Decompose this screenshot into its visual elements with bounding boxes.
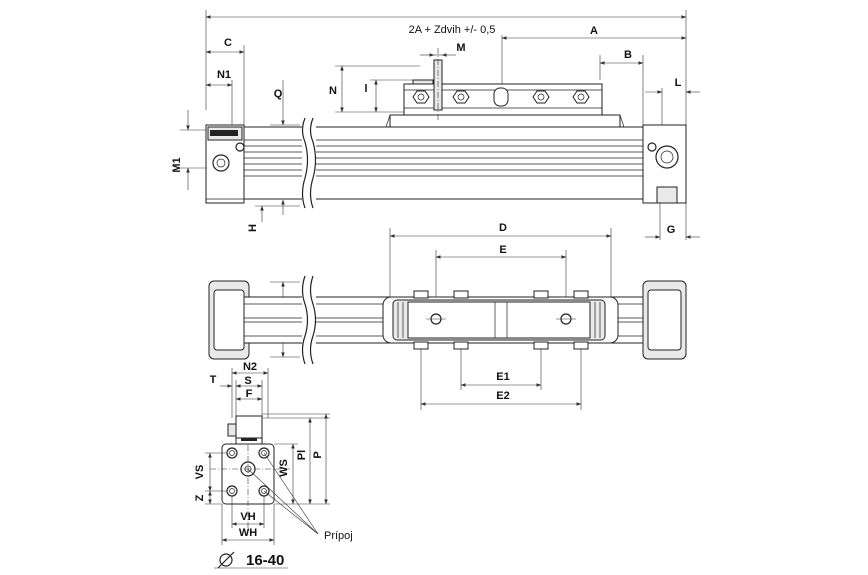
dim-B: B xyxy=(624,49,632,61)
dim-E: E xyxy=(499,244,506,256)
carriage-base xyxy=(389,114,621,128)
dim-G: G xyxy=(667,224,676,236)
end-view: N2 T S F VS xyxy=(194,361,353,569)
dim-Z: Z xyxy=(194,494,206,501)
dim-F: F xyxy=(246,388,253,400)
side-view: 2A + Zdvih +/- 0,5 A B C N1 M N l xyxy=(171,10,700,240)
dim-N2: N2 xyxy=(243,361,257,373)
dim-Q: Q xyxy=(274,88,283,100)
pripoj-label: Prípoj xyxy=(324,530,353,542)
dim-VS: VS xyxy=(194,465,206,480)
dim-T: T xyxy=(210,374,217,386)
dim-P: P xyxy=(312,451,324,458)
dim-N1: N1 xyxy=(217,69,231,81)
dim-M1: M1 xyxy=(171,157,183,172)
dim-H: H xyxy=(247,224,259,232)
dim-L: L xyxy=(675,77,682,89)
end-carriage xyxy=(235,415,263,439)
diameter-range: 16-40 xyxy=(246,552,284,569)
plan-view: D E Q1 xyxy=(208,222,687,410)
dim-WH: WH xyxy=(239,527,257,539)
dim-E1: E1 xyxy=(496,371,509,383)
dim-D: D xyxy=(499,222,507,234)
dim-E2: E2 xyxy=(496,390,509,402)
dim-Pl: Pl xyxy=(296,450,308,460)
dim-l: l xyxy=(364,83,367,95)
dim-M: M xyxy=(456,42,465,54)
dim-total-length: 2A + Zdvih +/- 0,5 xyxy=(409,24,496,36)
dim-WS: WS xyxy=(278,459,290,477)
dim-VH: VH xyxy=(240,511,255,523)
dim-C: C xyxy=(224,37,232,49)
plan-bolts xyxy=(413,290,589,350)
dim-N: N xyxy=(329,85,337,97)
dim-A: A xyxy=(590,25,598,37)
carriage-nuts xyxy=(412,87,590,107)
dim-S: S xyxy=(244,375,251,387)
diameter-icon xyxy=(217,551,235,569)
